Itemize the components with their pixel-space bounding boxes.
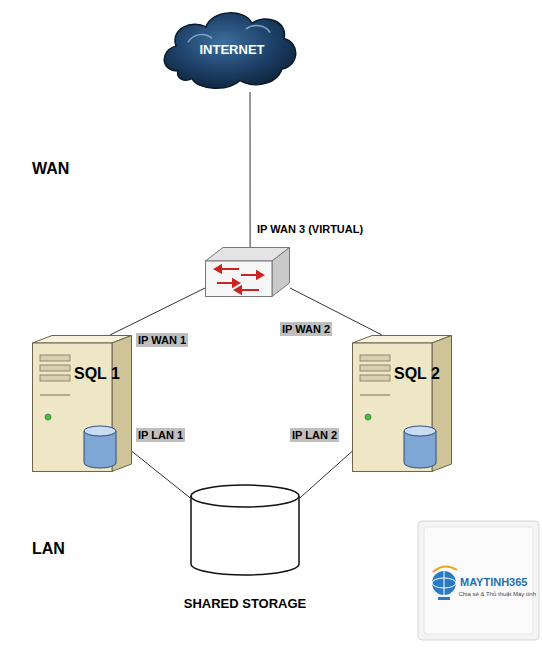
node-label: SQL 2 (352, 335, 452, 383)
watermark-text: Chia sẻ & Thủ thuật Máy tính (458, 591, 536, 597)
node-label: SQL 1 (32, 335, 132, 383)
storage-shape (190, 484, 300, 576)
connector-line (110, 288, 205, 335)
wan-region: WAN INTERNET IP WAN 3 (VIRTUAL) (0, 0, 541, 368)
ip-label: IP LAN 2 (290, 428, 339, 442)
connector-line (300, 451, 352, 497)
server-shape (32, 335, 132, 472)
network-switch: IP WAN 3 (VIRTUAL) (205, 247, 290, 297)
node-label: IP WAN 3 (VIRTUAL) (257, 223, 363, 235)
switch-shape (205, 247, 290, 297)
region-label: LAN (32, 540, 65, 558)
region-label: WAN (32, 160, 69, 178)
node-label: SHARED STORAGE (184, 596, 307, 611)
server-shape (352, 335, 452, 472)
ip-label: IP WAN 2 (280, 322, 332, 336)
node-label: INTERNET (158, 4, 300, 57)
internet-cloud: INTERNET (158, 4, 300, 92)
sql-server: SQL 2 (352, 335, 452, 472)
sql-server: SQL 1 (32, 335, 132, 472)
ip-label: IP LAN 1 (136, 428, 185, 442)
watermark-text: MAYTINH365 (460, 576, 527, 588)
shared-storage: SHARED STORAGE (190, 484, 300, 576)
connector-line (250, 92, 251, 247)
connector-line (132, 451, 190, 497)
ip-label: IP WAN 1 (136, 333, 188, 347)
